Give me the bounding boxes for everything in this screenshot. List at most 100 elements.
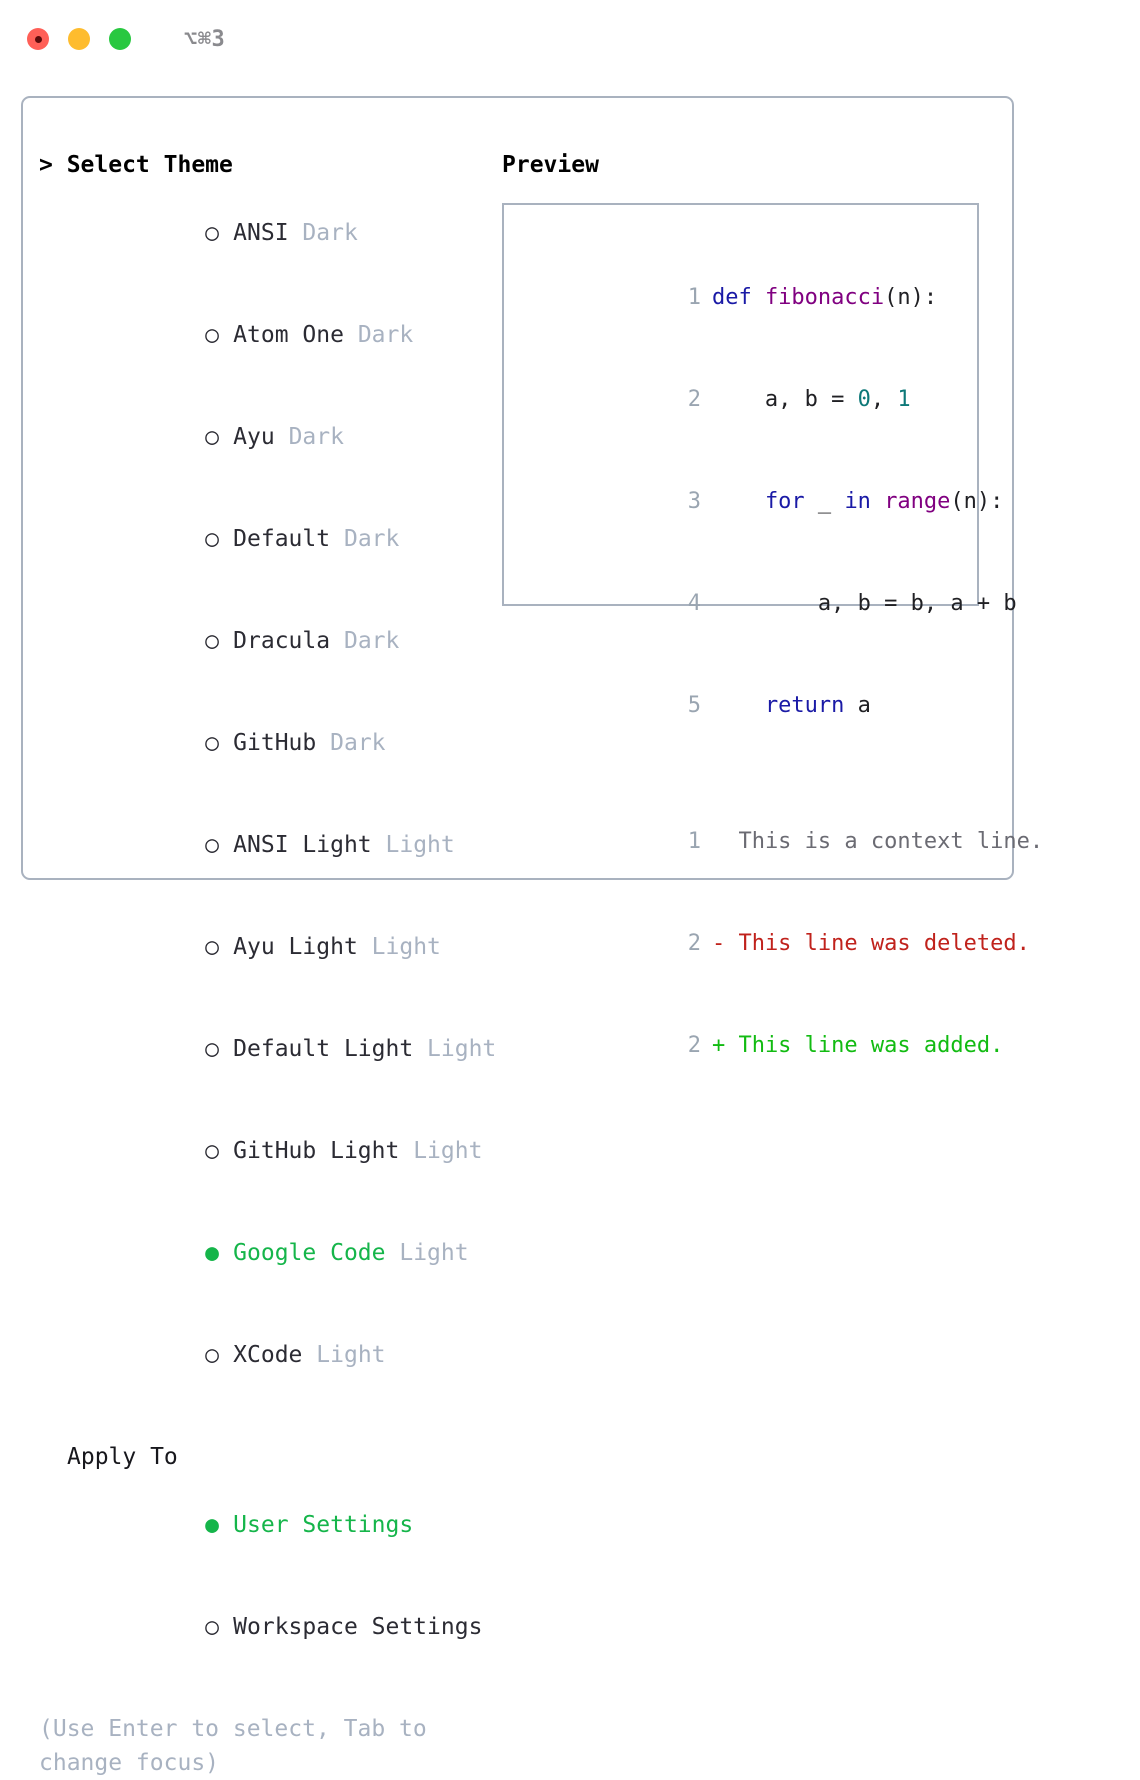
theme-name: Ayu Light (233, 934, 358, 960)
diff-text: This is a context line. (725, 829, 1044, 854)
minimize-button[interactable] (68, 28, 90, 50)
diff-line-context: 1 This is a context line. (516, 791, 1043, 893)
diff-text: This line was added. (725, 1033, 1004, 1058)
window-controls (27, 28, 131, 50)
theme-variant-tag: Light (316, 1342, 386, 1368)
close-button[interactable] (27, 28, 49, 50)
theme-name: ANSI (233, 220, 289, 246)
code-token: (n): (950, 489, 1004, 514)
code-token: a, b = b, a + b (711, 591, 1017, 616)
main-panel: > Select Theme ○ANSI Dark ○Atom One Dark… (21, 96, 1043, 1776)
code-token: a (844, 693, 871, 718)
theme-option-dracula-dark[interactable]: ○Dracula Dark (39, 590, 489, 692)
apply-to-name: User Settings (233, 1512, 414, 1538)
code-token: (n): (884, 285, 938, 310)
code-token (712, 489, 765, 514)
code-token: a, b = (711, 387, 858, 412)
apply-to-option-workspace-settings[interactable]: ○ Workspace Settings (39, 1576, 489, 1678)
diff-line-added: 2 + This line was added. (516, 995, 1004, 1097)
theme-name: Atom One (233, 322, 344, 348)
code-token: in (844, 489, 871, 514)
line-number: 2 (687, 387, 701, 412)
code-line: 2 a, b = 0, 1 (516, 349, 977, 451)
radio-marker: ○ (205, 322, 220, 348)
theme-option-default-light[interactable]: ○ Default Light Light (39, 998, 496, 1100)
radio-marker: ○ (205, 934, 220, 960)
theme-name: GitHub Light (233, 1138, 400, 1164)
diff-text: This line was deleted. (725, 931, 1030, 956)
theme-option-atom-one-dark[interactable]: ○ Atom One Dark (39, 284, 489, 386)
keyboard-shortcut-label: ⌥⌘3 (184, 26, 226, 52)
theme-option-ayu-dark[interactable]: ○ Ayu Dark (39, 386, 489, 488)
diff-sign: - (711, 931, 726, 956)
diff-line-deleted: 2- This line was deleted. (516, 893, 1030, 995)
theme-picker-column: > Select Theme ○ANSI Dark ○Atom One Dark… (39, 148, 496, 1780)
code-line: 4 a, b = b, a + b (516, 553, 1017, 655)
theme-variant-tag: Light (427, 1036, 497, 1062)
theme-name: Google Code (233, 1240, 386, 1266)
radio-marker: ○ (205, 424, 220, 450)
theme-option-github-dark[interactable]: ○ GitHub Dark (39, 692, 489, 794)
apply-to-option-user-settings[interactable]: ● User Settings (39, 1474, 489, 1576)
apply-to-name: Workspace Settings (233, 1614, 483, 1640)
theme-variant-tag: Light (385, 832, 455, 858)
theme-variant-tag: Dark (330, 730, 386, 756)
theme-variant-tag: Dark (343, 526, 400, 552)
theme-variant-tag: Light (399, 1240, 469, 1266)
radio-marker: ○ (205, 1036, 220, 1062)
theme-option-default-dark[interactable]: ○ Default Dark (39, 488, 489, 590)
theme-option-ayu-light[interactable]: ○ Ayu Light Light (39, 896, 489, 998)
theme-variant-tag: Dark (302, 220, 358, 246)
theme-option-ansi-dark[interactable]: ○ ANSI Dark (39, 182, 489, 284)
section-spacer (39, 1406, 489, 1440)
radio-marker: ○ (205, 832, 220, 858)
theme-name: Dracula (233, 628, 331, 654)
diff-sign (712, 829, 725, 854)
radio-marker: ○ (205, 1138, 220, 1164)
title-bar: ⌥⌘3 (0, 0, 1140, 78)
theme-variant-tag: Dark (343, 628, 400, 654)
code-token: 1 (897, 387, 911, 412)
theme-name: Default Light (233, 1036, 414, 1062)
maximize-button[interactable] (109, 28, 131, 50)
code-line: 5 return a (516, 655, 977, 757)
theme-name: ANSI Light (233, 832, 372, 858)
theme-option-google-code-light[interactable]: ● Google Code Light (39, 1202, 489, 1304)
preview-heading: Preview (502, 152, 599, 178)
code-token: return (764, 693, 845, 718)
keyboard-hint-text: (Use Enter to select, Tab to change focu… (39, 1716, 427, 1776)
line-number: 2 (687, 1033, 701, 1058)
radio-marker: ○ (205, 1342, 220, 1368)
code-token: 0 (857, 387, 871, 412)
radio-marker-selected: ● (205, 1512, 220, 1538)
radio-marker: ○ (205, 526, 220, 552)
code-token: , (870, 387, 898, 412)
theme-name: GitHub (233, 730, 317, 756)
code-token (871, 489, 884, 514)
theme-name: Default (233, 526, 331, 552)
theme-option-github-light[interactable]: ○GitHub Light Light (39, 1100, 489, 1202)
theme-name: Ayu (233, 424, 275, 450)
line-number: 4 (687, 591, 701, 616)
theme-option-xcode-light[interactable]: ○XCode Light (39, 1304, 489, 1406)
code-line: 3 for _ in range(n): (516, 451, 1004, 553)
theme-variant-tag: Light (371, 934, 441, 960)
code-token: def (711, 285, 765, 310)
radio-marker-selected: ● (205, 1240, 220, 1266)
theme-variant-tag: Dark (357, 322, 414, 348)
theme-variant-tag: Dark (288, 424, 344, 450)
line-number: 1 (687, 285, 701, 310)
diff-sign: + (711, 1033, 726, 1058)
line-number: 5 (687, 693, 701, 718)
code-token (712, 693, 765, 718)
radio-marker: ○ (205, 220, 220, 246)
radio-marker: ○ (205, 1614, 220, 1640)
radio-marker: ○ (205, 730, 220, 756)
apply-to-heading: Apply To (67, 1444, 178, 1470)
theme-option-ansi-light[interactable]: ○ ANSI Light Light (39, 794, 489, 896)
apply-to-option-list: ● User Settings ○ Workspace Settings (39, 1474, 489, 1678)
